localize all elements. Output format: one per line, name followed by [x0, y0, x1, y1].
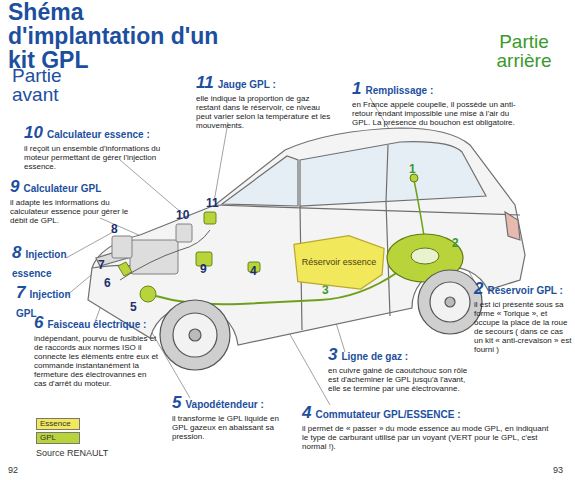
callout-heading: Faisceau électrique : — [47, 319, 146, 330]
callout-number: 11 — [196, 73, 214, 92]
rim — [173, 313, 217, 357]
callout: 10 Calculateur essence : il reçoit un ense… — [24, 124, 164, 171]
legend-swatch: Essence — [36, 418, 80, 430]
tank-label: Réservoir essence — [290, 234, 388, 292]
callout-heading: Réservoir GPL : — [487, 285, 562, 296]
callout-number: 9 — [200, 262, 207, 276]
callout: 11 Jauge GPL : elle indique la proportion … — [196, 74, 336, 130]
ecu-box — [176, 224, 192, 242]
callout: 4 Commutateur GPL/ESSENCE : il permet de «… — [302, 404, 554, 451]
front-wheel — [160, 300, 230, 370]
callout-number: 5 — [172, 393, 181, 412]
callout-number: 6 — [104, 276, 111, 290]
hub — [189, 329, 201, 341]
callout-text: il adapte les informations du calculateu… — [10, 198, 142, 225]
leader-line — [120, 160, 183, 214]
callout-text: elle indique la proportion de gaz restan… — [196, 94, 336, 130]
leader-line — [214, 122, 228, 202]
gauge — [204, 212, 216, 224]
callout: 8Injection essence — [12, 244, 74, 280]
callout-heading: Commutateur GPL/ESSENCE : — [315, 409, 460, 420]
pillar — [386, 145, 388, 202]
callout-number: 6 — [34, 313, 43, 332]
callout: 6 Faisceau électrique : indépendant, pourv… — [34, 314, 160, 388]
callout-number: 7 — [16, 283, 25, 302]
filler-pipe — [414, 180, 424, 236]
callout-number: 2 — [452, 236, 459, 250]
tank-hole — [411, 248, 439, 264]
vaporizer — [140, 286, 156, 302]
callout-text: il transforme le GPL liquide en GPL gaze… — [172, 414, 290, 441]
callout: 9 Calculateur GPL il adapte les informatio… — [10, 178, 142, 225]
callout-heading: Remplissage : — [365, 85, 433, 96]
callout-text: il est ici présenté sous sa forme « Tori… — [474, 300, 574, 354]
callout: 5 Vapodétendeur : il transforme le GPL liq… — [172, 394, 290, 441]
callout-number: 1 — [409, 162, 416, 176]
callout-number: 8 — [111, 222, 118, 236]
callout-number: 7 — [98, 258, 105, 272]
callout-number: 10 — [24, 123, 43, 142]
source-note: Source RENAULT — [36, 448, 108, 458]
callout-text: il permet de « passer » du mode essence … — [302, 424, 554, 451]
legend-swatch: GPL — [36, 432, 80, 444]
legend-text: GPL — [40, 433, 56, 442]
callout: 1 Remplissage : en France appelé coupelle,… — [352, 80, 524, 127]
callout-number: 4 — [250, 264, 257, 278]
page-number: 92 — [8, 465, 18, 475]
callout-heading: Ligne de gaz : — [341, 351, 408, 362]
callout-number: 1 — [352, 79, 361, 98]
callout-number: 5 — [130, 300, 137, 314]
wiring — [120, 230, 210, 280]
callout-heading: Calculateur essence : — [47, 129, 150, 140]
callout: 2 Réservoir GPL : il est ici présenté sous… — [474, 280, 574, 354]
callout: 3 Ligne de gaz : en cuivre gainé de caoutc… — [328, 346, 473, 393]
rim — [430, 282, 470, 322]
callout-text: en France appelé coupelle, il possède un… — [352, 100, 524, 127]
side-window — [300, 142, 486, 206]
section-title: Partie arrière — [478, 32, 570, 70]
callout-text: il reçoit un ensemble d'informations du … — [24, 144, 164, 171]
page-number: 93 — [553, 465, 563, 475]
callout-number: 3 — [328, 345, 337, 364]
callout-text: indépendant, pourvu de fusibles et de ra… — [34, 334, 160, 388]
windshield — [222, 156, 298, 206]
fuel-tank: Réservoir essence — [290, 234, 388, 292]
callout: Partie avant — [12, 66, 92, 104]
gpl-system — [156, 174, 463, 304]
callout-text: en cuivre gainé de caoutchouc son rôle e… — [328, 366, 473, 393]
callout-number: 4 — [302, 403, 311, 422]
callout-number: 9 — [10, 177, 19, 196]
callout-number: 11 — [206, 196, 219, 210]
section-title: Partie avant — [12, 66, 92, 104]
callout-heading: Vapodétendeur : — [185, 399, 263, 410]
belt-line — [215, 205, 520, 215]
legend-text: Essence — [40, 419, 71, 428]
callout-heading: Calculateur GPL — [23, 183, 101, 194]
callout-number: 8 — [12, 243, 21, 262]
callout: Partie arrière — [478, 32, 570, 70]
engine-part — [112, 236, 132, 258]
callout-number: 2 — [474, 279, 483, 298]
diagram-title: Shéma d'implantation d'un kit GPL — [8, 0, 236, 72]
callout-heading: Jauge GPL : — [218, 79, 276, 90]
engine — [112, 212, 260, 302]
wheels — [160, 270, 482, 370]
callout: 7Injection GPL — [16, 284, 76, 320]
rear-wheel — [418, 270, 482, 334]
callout-number: 10 — [176, 208, 189, 222]
hub — [445, 297, 455, 307]
taillight — [505, 212, 520, 240]
